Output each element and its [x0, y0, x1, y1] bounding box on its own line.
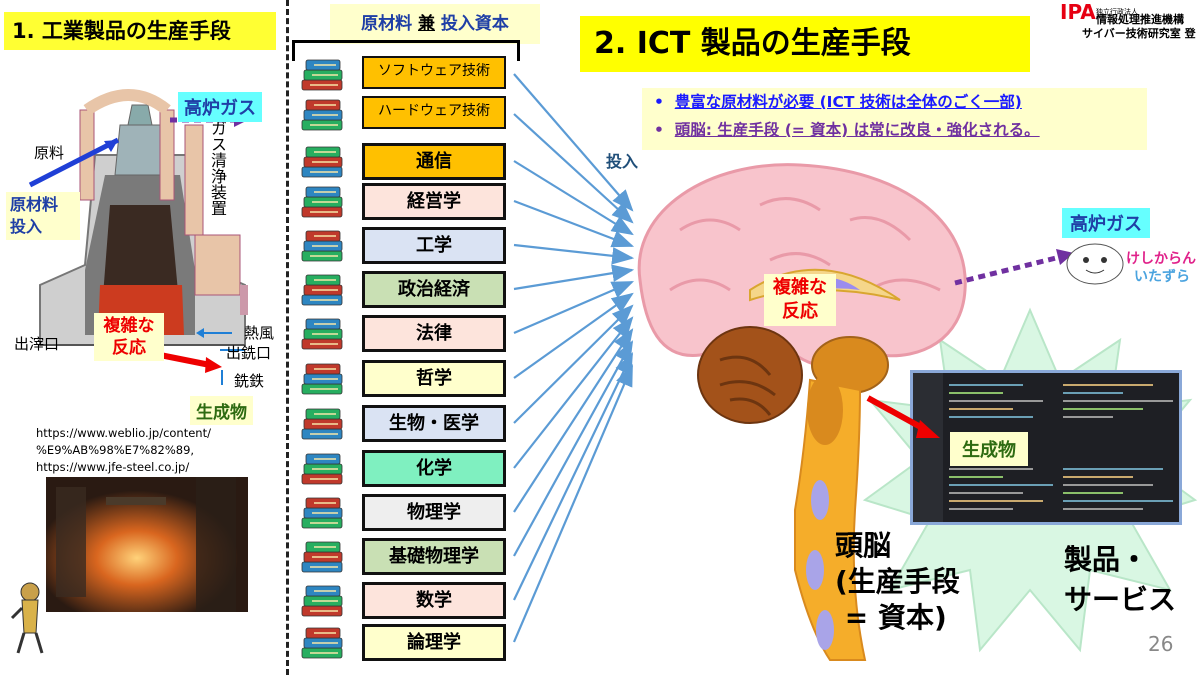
material-box: 論理学: [362, 624, 506, 661]
book-stack-icon: [298, 580, 348, 618]
left-product-label: 生成物: [190, 396, 253, 425]
gas-cleaner-label: ガス清浄装置: [208, 120, 227, 216]
brain-caption: 頭脳 (生産手段 = 資本): [835, 529, 960, 634]
raw-material-label: 原料: [34, 144, 65, 162]
material-box: 生物・医学: [362, 405, 506, 442]
kesikaran-text: けしからん: [1126, 251, 1196, 267]
book-stack-icon: [298, 225, 348, 263]
left-title: 1. 工業製品の生産手段: [4, 12, 276, 50]
material-box: 通信: [362, 143, 506, 180]
ipa-logo-text: IPA: [1060, 0, 1096, 24]
materials-header-c: 投入資本: [435, 14, 509, 34]
pig-iron-label: 銑鉄: [234, 372, 265, 390]
book-stack-icon: [298, 94, 348, 132]
brain-product-arrow: [866, 395, 940, 438]
right-product-label: 生成物: [950, 432, 1028, 466]
page-number: 26: [1148, 632, 1174, 656]
key-points: • 豊富な原材料が必要 (ICT 技術は全体のごく一部) • 頭脳: 生産手段 …: [642, 88, 1147, 150]
material-box: 工学: [362, 227, 506, 264]
input-arrow: [513, 340, 634, 557]
goods-services-label: 製品・ サービス: [1064, 543, 1177, 616]
mischief-mascot-icon: [1060, 240, 1130, 286]
book-stack-icon: [298, 536, 348, 574]
materials-header: 原材料 兼 投入資本: [330, 4, 540, 44]
material-box: 政治経済: [362, 271, 506, 308]
key-point-2: • 頭脳: 生産手段 (= 資本) は常に改良・強化される。: [654, 121, 1040, 139]
input-arrow: [513, 199, 635, 248]
book-stack-icon: [298, 622, 348, 660]
steelworks-photo: [46, 477, 248, 612]
brain-gas-arrow: [954, 249, 1074, 286]
ipa-logo: IPA 独立行政法人 情報処理推進機構 サイバー技術研究室 登: [1060, 0, 1200, 42]
key-point-2-text: 頭脳: 生産手段 (= 資本) は常に改良・強化される。: [674, 121, 1040, 139]
input-arrow: [513, 316, 634, 469]
slag-outlet-label: 出滓口: [14, 335, 60, 353]
source-url-line: https://www.weblio.jp/content/: [36, 426, 211, 440]
input-arrow: [513, 264, 635, 291]
input-arrow: [512, 363, 634, 643]
book-stack-icon: [298, 313, 348, 351]
ipa-org-small: 独立行政法人: [1096, 8, 1138, 16]
input-arrow: [513, 292, 634, 379]
source-url-line: https://www.jfe-steel.co.jp/: [36, 460, 190, 474]
input-arrow: [513, 304, 634, 424]
code-lines-graphic: [913, 373, 1173, 522]
material-box: 経営学: [362, 183, 506, 220]
brain-complex-reaction: 複雑な 反応: [764, 274, 836, 326]
right-title: 2. ICT 製品の生産手段: [580, 16, 1030, 72]
materials-bracket: [292, 40, 520, 61]
left-blast-gas-label: 高炉ガス: [178, 92, 262, 122]
input-arrow: [513, 73, 634, 212]
source-urls: https://www.weblio.jp/content/ %E9%AB%98…: [36, 425, 236, 476]
book-stack-icon: [298, 358, 348, 396]
materials-input-label: 原材料 投入: [6, 192, 80, 240]
book-stack-icon: [298, 54, 348, 92]
material-box: ハードウェア技術: [362, 96, 506, 129]
book-stack-icon: [298, 181, 348, 219]
right-blast-gas-label: 高炉ガス: [1062, 208, 1150, 238]
key-point-1: • 豊富な原材料が必要 (ICT 技術は全体のごく一部): [654, 93, 1022, 111]
input-arrow: [513, 243, 635, 265]
mascot-figure-icon: [10, 582, 44, 654]
hot-air-label: 熱風: [244, 324, 275, 342]
source-url-line: %E9%AB%98%E7%82%89,: [36, 443, 195, 457]
materials-header-b: 兼: [418, 14, 435, 34]
book-stack-icon: [298, 403, 348, 441]
key-point-1-text: 豊富な原材料が必要 (ICT 技術は全体のごく一部): [674, 93, 1022, 111]
iron-outlet-label: 出銑口: [226, 344, 272, 362]
section-divider: [286, 0, 289, 675]
material-box: 物理学: [362, 494, 506, 531]
itazura-text: いたずら: [1134, 269, 1190, 285]
material-box: 数学: [362, 582, 506, 619]
book-stack-icon: [298, 448, 348, 486]
material-arrow: [28, 137, 120, 188]
input-arrow: [513, 352, 633, 601]
material-box: 基礎物理学: [362, 538, 506, 575]
material-box: 化学: [362, 450, 506, 487]
blast-furnace-diagram: [28, 89, 248, 385]
material-box: 哲学: [362, 360, 506, 397]
book-stack-icon: [298, 141, 348, 179]
ipa-dept: サイバー技術研究室 登: [1082, 27, 1196, 40]
material-box: 法律: [362, 315, 506, 352]
material-box: ソフトウェア技術: [362, 56, 506, 89]
input-arrow: [513, 280, 635, 335]
left-complex-reaction: 複雑な 反応: [94, 313, 164, 361]
book-stack-icon: [298, 492, 348, 530]
input-label: 投入: [606, 152, 639, 171]
book-stack-icon: [298, 269, 348, 307]
product-arrow: [159, 352, 211, 368]
ipa-org: 情報処理推進機構: [1096, 13, 1184, 26]
materials-header-a: 原材料: [361, 14, 418, 34]
input-arrow: [513, 328, 634, 513]
